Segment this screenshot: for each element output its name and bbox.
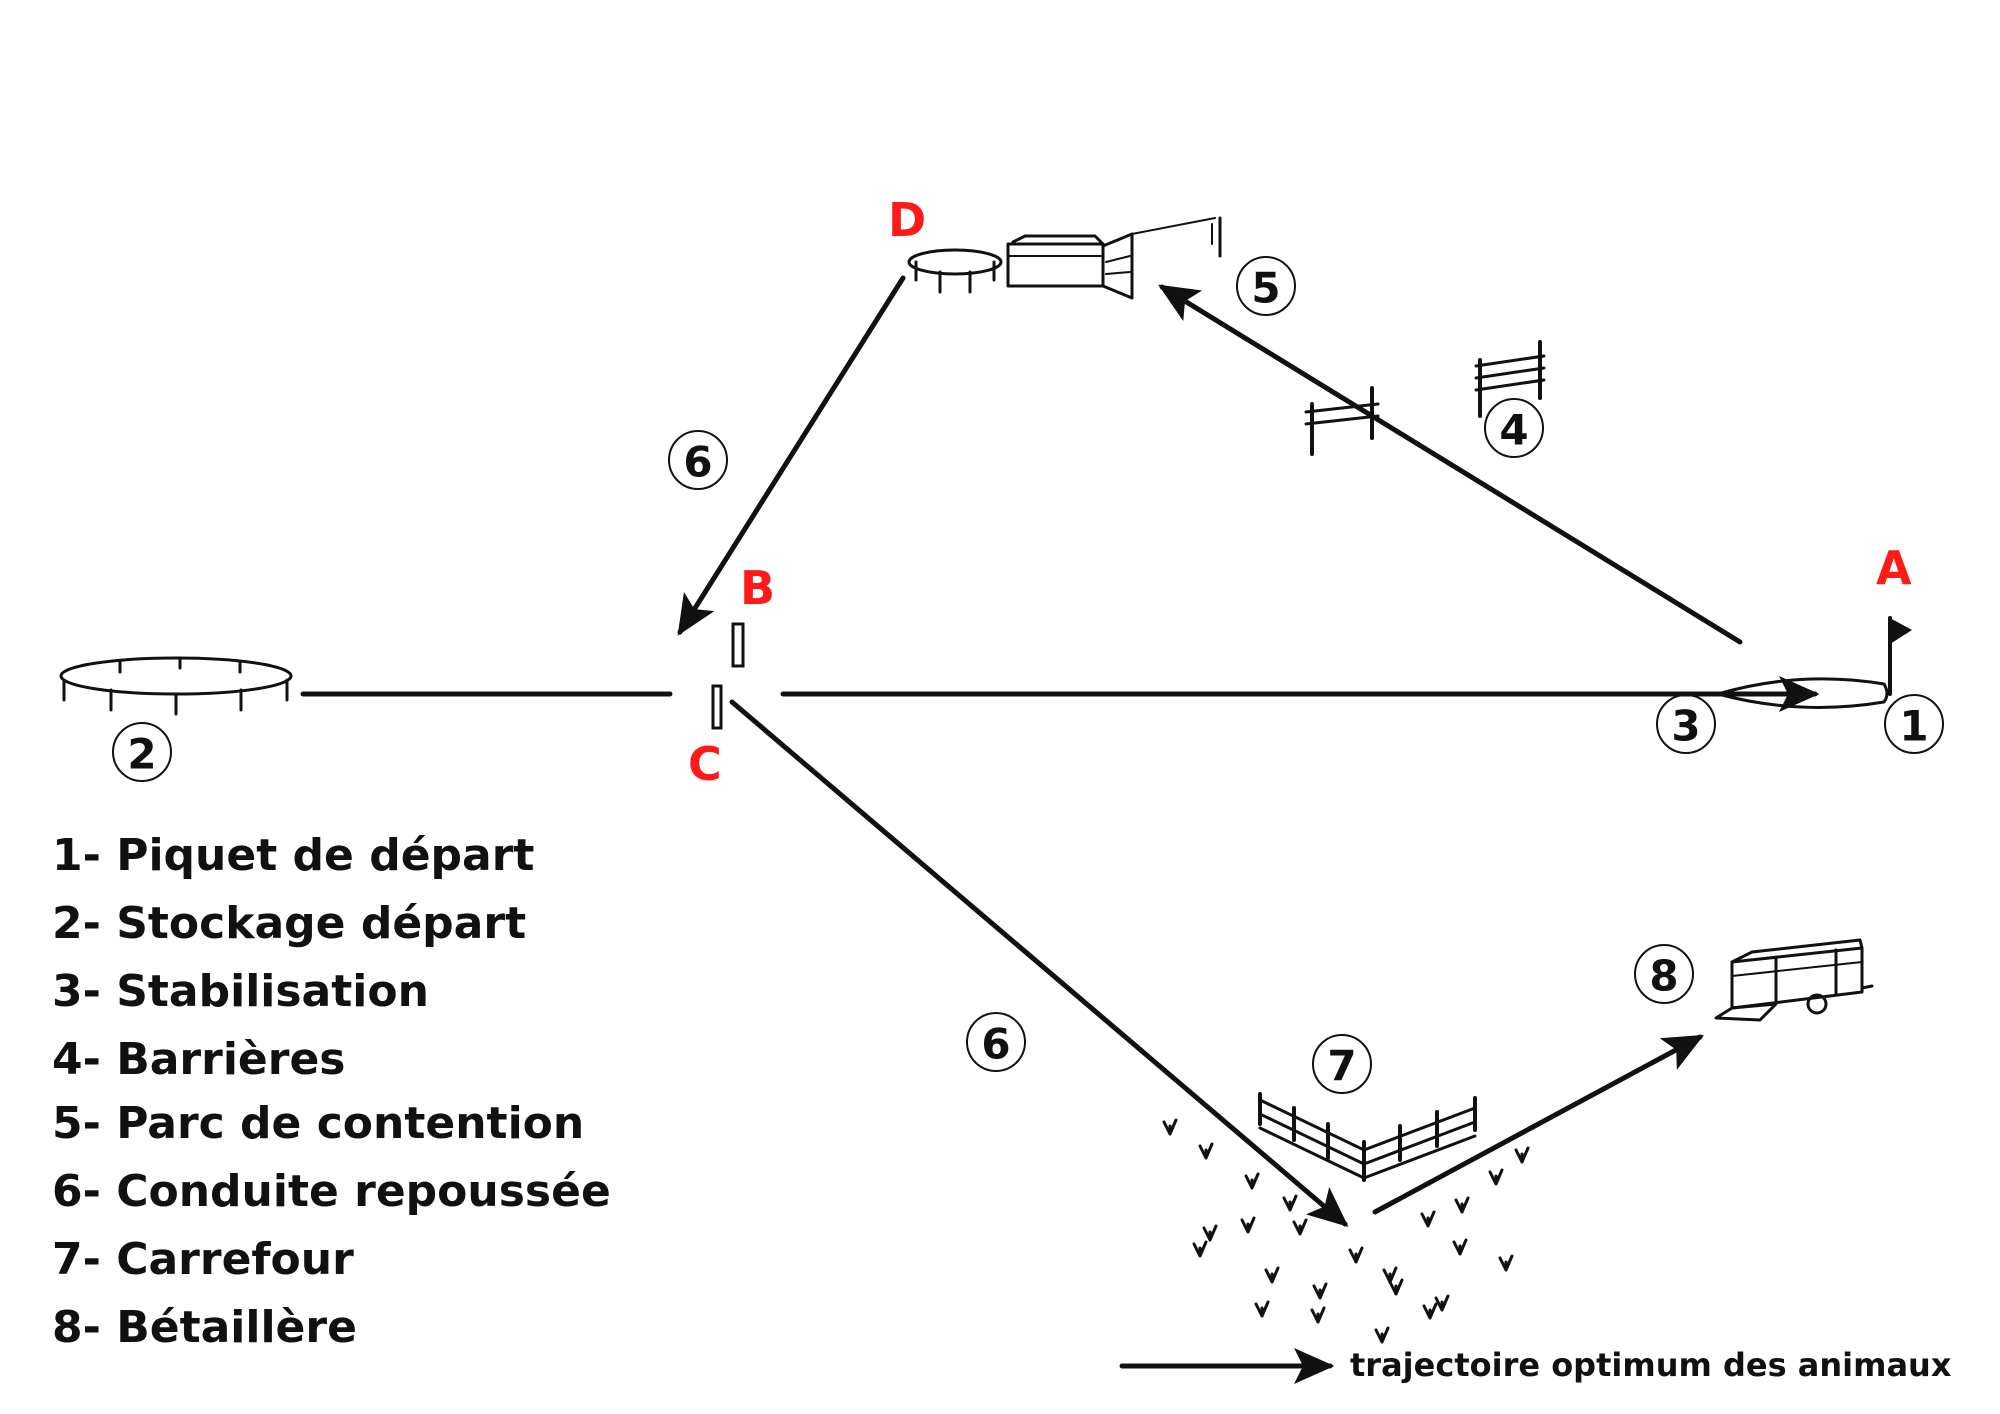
- starting-stake-flag-icon: [1888, 616, 1912, 696]
- svg-text:2: 2: [127, 730, 156, 779]
- post-b-icon: [731, 622, 745, 668]
- svg-text:4: 4: [1499, 406, 1528, 455]
- livestock-trailer-icon: [1714, 938, 1874, 1022]
- legend-item-7: 7- Carrefour: [52, 1234, 354, 1285]
- grass-tuft: [1192, 1240, 1208, 1258]
- legend: 1- Piquet de départ 2- Stockage départ 3…: [52, 830, 611, 1353]
- barrier-icon-right: [1474, 340, 1546, 418]
- svg-text:6: 6: [683, 438, 712, 487]
- starting-enclosure-icon: [59, 656, 293, 716]
- marker-6-upper: 6: [668, 430, 728, 490]
- legend-item-2: 2- Stockage départ: [52, 898, 526, 949]
- svg-text:7: 7: [1327, 1042, 1356, 1091]
- marker-8: 8: [1634, 944, 1694, 1004]
- grass-tuft: [1292, 1218, 1308, 1236]
- grass-tuft: [1264, 1266, 1280, 1284]
- grass-tuft: [1454, 1196, 1470, 1214]
- grass-tuft: [1162, 1118, 1178, 1136]
- grass-tuft: [1198, 1142, 1214, 1160]
- crossroads-fence-icon: [1258, 1092, 1477, 1182]
- grass-tufts-icon: [1162, 1118, 1530, 1344]
- grass-tuft: [1202, 1224, 1218, 1242]
- grass-tuft: [1348, 1246, 1364, 1264]
- legend-item-1: 1- Piquet de départ: [52, 830, 534, 881]
- svg-text:1: 1: [1899, 702, 1928, 751]
- point-label-b: B: [740, 561, 775, 615]
- path-a-to-d-arrow: [1158, 284, 1743, 645]
- grass-tuft: [1254, 1300, 1270, 1318]
- grass-tuft: [1498, 1254, 1514, 1272]
- grass-tuft: [1452, 1238, 1468, 1256]
- trajectory-key: trajectoire optimum des animaux: [1119, 1346, 1952, 1384]
- grass-tuft: [1514, 1146, 1530, 1164]
- marker-5: 5: [1236, 256, 1296, 316]
- marker-4: 4: [1484, 398, 1544, 458]
- stabilisation-zone-icon: [1716, 677, 1889, 709]
- marker-6-lower: 6: [966, 1012, 1026, 1072]
- marker-2: 2: [112, 722, 172, 782]
- grass-tuft: [1244, 1172, 1260, 1190]
- grass-tuft: [1312, 1282, 1328, 1300]
- containment-pen-icon: [907, 216, 1222, 300]
- path-7-to-8-arrow: [1372, 1034, 1704, 1215]
- svg-text:5: 5: [1251, 264, 1280, 313]
- legend-item-5: 5- Parc de contention: [52, 1098, 584, 1149]
- barrier-icon-left: [1304, 386, 1380, 456]
- marker-7: 7: [1312, 1034, 1372, 1094]
- trajectory-key-label: trajectoire optimum des animaux: [1350, 1346, 1952, 1384]
- path-c-to-7-arrow: [729, 699, 1349, 1227]
- grass-tuft: [1422, 1302, 1438, 1320]
- point-label-a: A: [1876, 541, 1912, 595]
- marker-1: 1: [1884, 694, 1944, 754]
- point-label-d: D: [888, 193, 926, 247]
- legend-item-8: 8- Bétaillère: [52, 1302, 357, 1353]
- grass-tuft: [1310, 1306, 1326, 1324]
- post-c-icon: [711, 684, 723, 730]
- svg-text:8: 8: [1649, 952, 1678, 1001]
- marker-3: 3: [1656, 694, 1716, 754]
- path-d-to-b-arrow: [677, 275, 906, 636]
- grass-tuft: [1282, 1194, 1298, 1212]
- legend-item-3: 3- Stabilisation: [52, 966, 429, 1017]
- grass-tuft: [1240, 1216, 1256, 1234]
- grass-tuft: [1420, 1210, 1436, 1228]
- grass-tuft: [1382, 1266, 1398, 1284]
- legend-item-4: 4- Barrières: [52, 1034, 345, 1085]
- legend-item-6: 6- Conduite repoussée: [52, 1166, 611, 1217]
- grass-tuft: [1434, 1294, 1450, 1312]
- grass-tuft: [1374, 1326, 1390, 1344]
- grass-tuft: [1488, 1168, 1504, 1186]
- svg-text:6: 6: [981, 1020, 1010, 1069]
- point-label-c: C: [688, 737, 722, 791]
- grass-tuft: [1388, 1278, 1404, 1296]
- svg-text:3: 3: [1671, 702, 1700, 751]
